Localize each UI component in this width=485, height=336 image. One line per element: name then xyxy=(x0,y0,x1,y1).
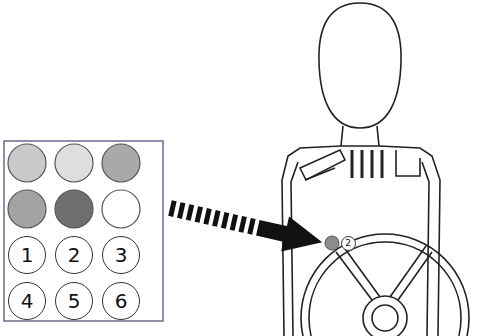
circle-number: 4 xyxy=(21,291,34,311)
circle-number: 6 xyxy=(115,291,128,311)
target-dot xyxy=(325,236,339,250)
shade-circle xyxy=(55,190,93,228)
numbered-circle: 4 xyxy=(8,282,46,320)
steering-hub xyxy=(363,296,407,336)
shade-circle xyxy=(102,144,140,182)
pointer-arrow xyxy=(166,190,326,259)
steering-wheel xyxy=(301,234,469,336)
shade-circles xyxy=(8,144,140,228)
dummy-figure xyxy=(282,3,469,336)
shade-circle xyxy=(102,190,140,228)
numbered-circle: 6 xyxy=(102,282,140,320)
circle-number: 2 xyxy=(68,245,81,265)
dummy-neck xyxy=(341,126,379,146)
numbered-circle: 3 xyxy=(102,236,140,274)
steering-spokes xyxy=(336,246,432,300)
shade-circle xyxy=(8,144,46,182)
numbered-circle: 5 xyxy=(55,282,93,320)
dummy-head xyxy=(319,3,401,128)
circle-number: 2 xyxy=(345,239,351,248)
seat-belt xyxy=(305,168,335,180)
circle-number: 3 xyxy=(115,245,128,265)
shade-circle xyxy=(55,144,93,182)
circle-number: 5 xyxy=(68,291,81,311)
numbered-circle: 2 xyxy=(55,236,93,274)
dummy-chest-plates xyxy=(396,150,420,176)
shade-circle xyxy=(8,190,46,228)
numbered-circle: 1 xyxy=(8,236,46,274)
circle-number: 1 xyxy=(21,245,34,265)
dummy-torso-inner xyxy=(291,162,429,336)
steering-wheel xyxy=(309,242,461,336)
dummy-chest-plates xyxy=(352,150,382,178)
steering-hub xyxy=(372,305,398,331)
dummy-torso xyxy=(282,146,440,336)
seat-belt xyxy=(300,150,345,180)
callout-number: 2 xyxy=(341,236,356,251)
swatch-panel xyxy=(4,141,163,321)
